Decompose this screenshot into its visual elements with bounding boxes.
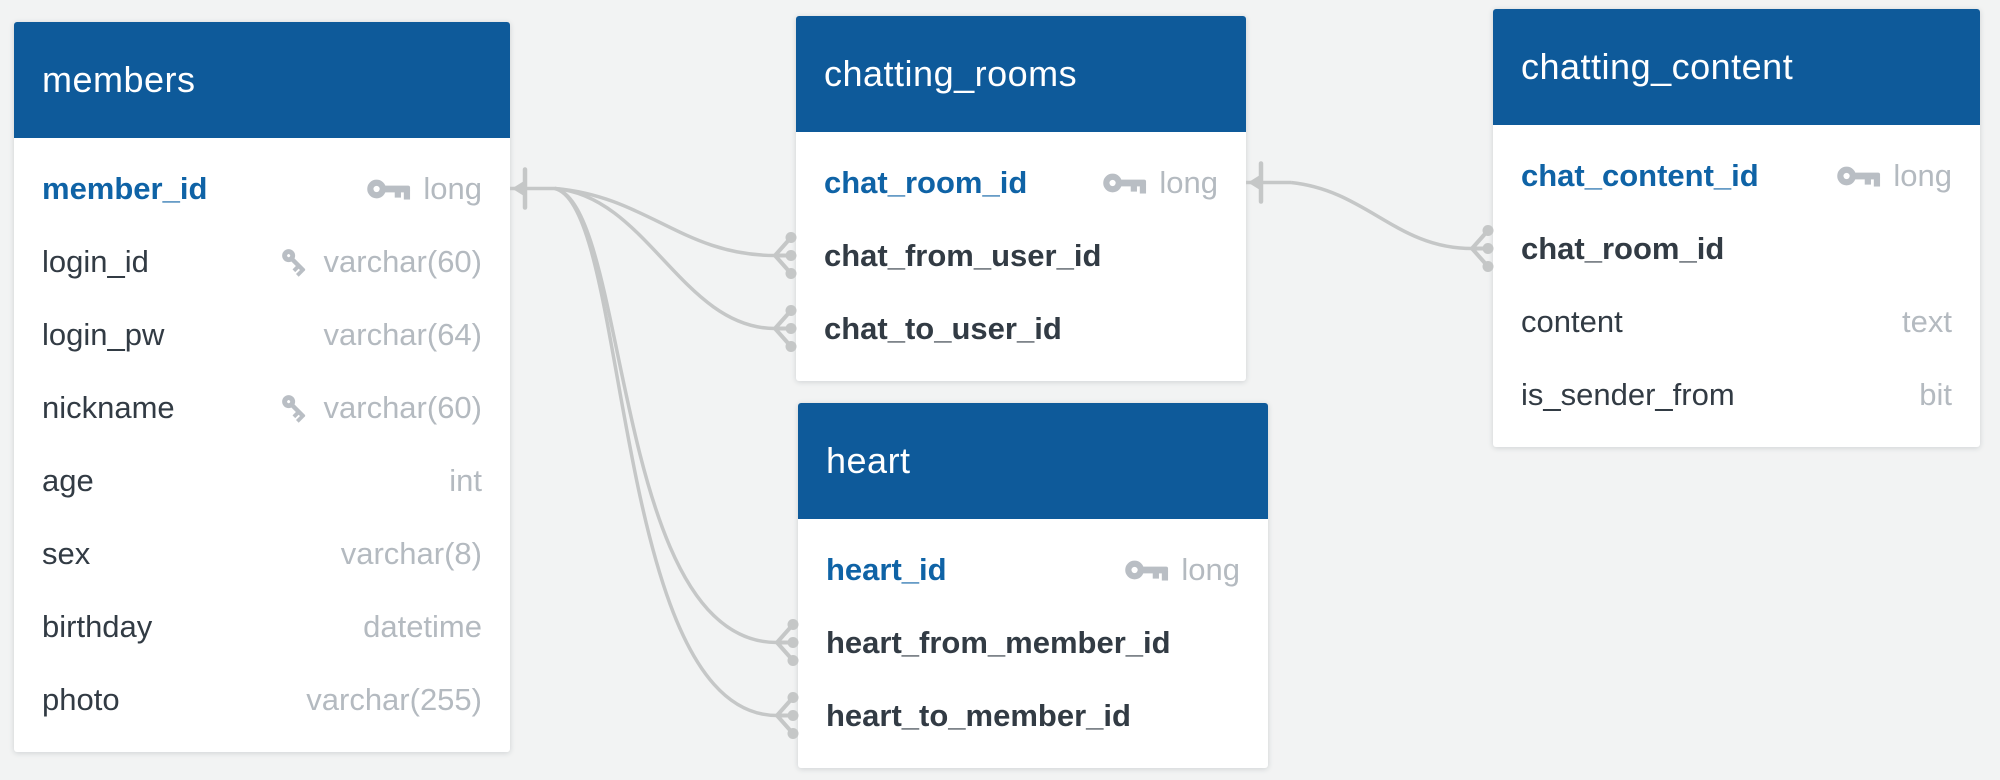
table-title: chatting_rooms — [824, 53, 1078, 94]
column-meta: varchar(64) — [324, 317, 483, 353]
entity-table-members[interactable]: members member_id long login_id varchar(60)… — [14, 22, 510, 752]
column-row-chat_to_user_id[interactable]: chat_to_user_id — [796, 292, 1246, 365]
column-row-chat_content_id[interactable]: chat_content_id long — [1493, 139, 1980, 212]
column-name: age — [42, 462, 94, 498]
column-name: login_pw — [42, 316, 165, 352]
primary-key-icon — [1125, 560, 1169, 581]
column-type: long — [1181, 551, 1240, 587]
column-name: heart_to_member_id — [826, 697, 1131, 733]
table-header[interactable]: chatting_content — [1493, 9, 1980, 125]
relationship-members-heart_to_member_id[interactable] — [554, 186, 799, 740]
column-type: long — [1159, 164, 1218, 200]
relationship-members-chat_from_user_id[interactable] — [510, 167, 797, 280]
column-name: chat_room_id — [1521, 230, 1725, 266]
relationship-members-chat_to_user_id[interactable] — [554, 186, 797, 353]
column-type: varchar(60) — [323, 389, 483, 425]
column-row-chat_from_user_id[interactable]: chat_from_user_id — [796, 219, 1246, 292]
column-row-age[interactable]: age int — [14, 444, 510, 517]
column-type: text — [1902, 303, 1952, 339]
column-row-member_id[interactable]: member_id long — [14, 152, 510, 225]
column-type: bit — [1919, 376, 1952, 412]
column-type: varchar(255) — [306, 681, 482, 717]
column-type: long — [423, 170, 482, 206]
column-name: heart_from_member_id — [826, 624, 1171, 660]
column-name: chat_content_id — [1521, 157, 1759, 193]
column-type: varchar(60) — [323, 243, 483, 279]
column-row-chat_room_id[interactable]: chat_room_id — [1493, 212, 1980, 285]
column-row-content[interactable]: content text — [1493, 285, 1980, 358]
column-meta: varchar(255) — [306, 682, 482, 718]
table-header[interactable]: chatting_rooms — [796, 16, 1246, 132]
table-title: members — [42, 59, 196, 100]
relationship-members-heart_from_member_id[interactable] — [554, 186, 799, 667]
column-name: sex — [42, 535, 91, 571]
table-columns: member_id long login_id varchar(60) login_pw… — [14, 138, 510, 752]
column-name: chat_to_user_id — [824, 310, 1062, 346]
column-meta: bit — [1919, 377, 1952, 413]
column-type: varchar(64) — [323, 316, 483, 352]
column-row-birthday[interactable]: birthday datetime — [14, 590, 510, 663]
table-columns: chat_room_id long chat_from_user_id chat_to… — [796, 132, 1246, 381]
column-row-chat_room_id[interactable]: chat_room_id long — [796, 146, 1246, 219]
column-row-login_id[interactable]: login_id varchar(60) — [14, 225, 510, 298]
column-meta: long — [1103, 165, 1218, 201]
column-meta: long — [1837, 158, 1952, 194]
column-row-heart_from_member_id[interactable]: heart_from_member_id — [798, 606, 1268, 679]
column-row-heart_id[interactable]: heart_id long — [798, 533, 1268, 606]
column-name: content — [1521, 303, 1623, 339]
table-header[interactable]: heart — [798, 403, 1268, 519]
column-row-photo[interactable]: photo varchar(255) — [14, 663, 510, 736]
column-row-sex[interactable]: sex varchar(8) — [14, 517, 510, 590]
column-meta: varchar(60) — [278, 243, 483, 280]
column-type: datetime — [363, 608, 482, 644]
column-row-is_sender_from[interactable]: is_sender_from bit — [1493, 358, 1980, 431]
column-meta: int — [449, 463, 482, 499]
primary-key-icon — [1103, 173, 1147, 194]
column-name: photo — [42, 681, 120, 717]
column-meta: varchar(60) — [278, 389, 483, 426]
relationship-chatting_rooms-chat_room_id[interactable] — [1246, 161, 1494, 273]
column-name: chat_room_id — [824, 164, 1028, 200]
column-name: nickname — [42, 389, 175, 425]
column-meta: text — [1902, 304, 1952, 340]
column-row-login_pw[interactable]: login_pw varchar(64) — [14, 298, 510, 371]
column-name: chat_from_user_id — [824, 237, 1102, 273]
column-name: birthday — [42, 608, 153, 644]
column-meta: long — [367, 171, 482, 207]
column-name: heart_id — [826, 551, 947, 587]
column-meta: varchar(8) — [341, 536, 482, 572]
column-name: login_id — [42, 243, 149, 279]
column-meta: long — [1125, 552, 1240, 588]
unique-key-icon — [281, 248, 305, 277]
column-row-nickname[interactable]: nickname varchar(60) — [14, 371, 510, 444]
entity-table-chatting_rooms[interactable]: chatting_rooms chat_room_id long chat_from… — [796, 16, 1246, 381]
primary-key-icon — [1837, 166, 1881, 187]
column-name: member_id — [42, 170, 208, 206]
column-meta: datetime — [363, 609, 482, 645]
column-type: int — [449, 462, 482, 498]
unique-key-icon — [281, 394, 305, 423]
column-row-heart_to_member_id[interactable]: heart_to_member_id — [798, 679, 1268, 752]
column-type: varchar(8) — [340, 535, 482, 571]
primary-key-icon — [367, 179, 411, 200]
table-header[interactable]: members — [14, 22, 510, 138]
column-name: is_sender_from — [1521, 376, 1735, 412]
table-title: heart — [826, 440, 911, 481]
column-type: long — [1893, 157, 1952, 193]
table-columns: heart_id long heart_from_member_id heart_to… — [798, 519, 1268, 768]
table-title: chatting_content — [1521, 46, 1794, 87]
